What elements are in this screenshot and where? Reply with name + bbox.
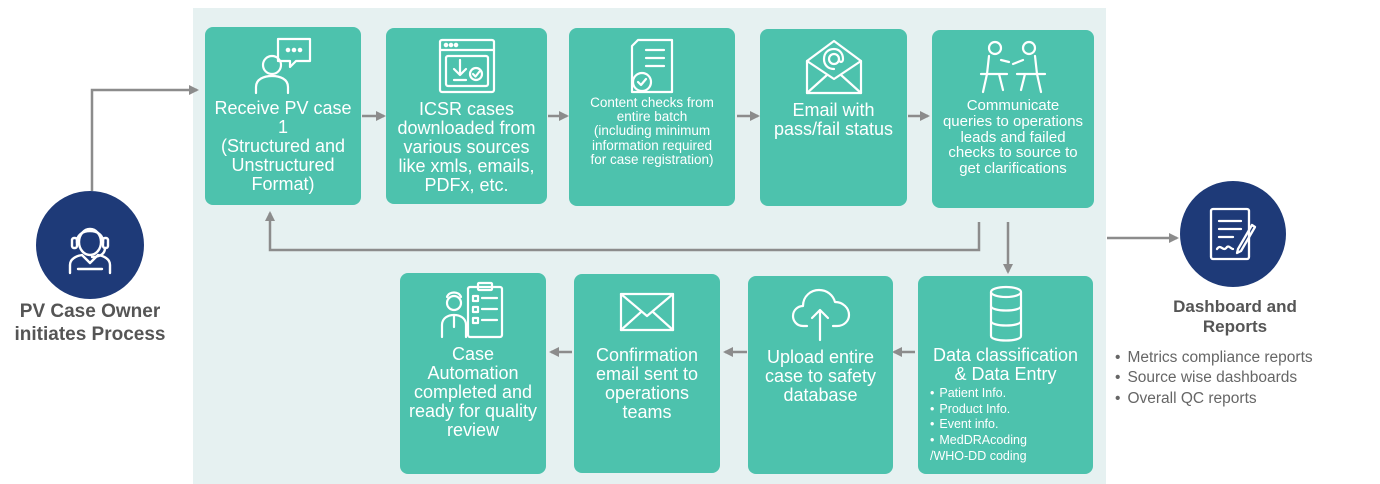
envelope-icon: [619, 292, 675, 332]
download-window-icon: [438, 38, 495, 94]
step-email-status: Email with pass/fail status: [760, 29, 907, 206]
owner-avatar: [36, 191, 144, 299]
person-speech-bubble-icon: [254, 37, 312, 95]
step-case-automation-label: Case Automation completed and ready for …: [408, 344, 538, 440]
report-signature-icon: [1209, 207, 1257, 261]
dashboard-avatar: [1180, 181, 1286, 287]
step-receive-case-label: Receive PV case 1 (Structured and Unstru…: [214, 98, 352, 194]
step-data-classification-label: Data classification & Data Entry: [932, 345, 1079, 384]
step-icsr-download: ICSR cases downloaded from various sourc…: [386, 28, 547, 204]
step-content-checks: Content checks from entire batch (includ…: [569, 28, 735, 206]
step-content-checks-label: Content checks from entire batch (includ…: [590, 95, 714, 167]
arrow-feedback-loop: [265, 211, 981, 252]
cloud-upload-icon: [791, 288, 850, 342]
dashboard-title: Dashboard and Reports: [1173, 297, 1297, 337]
bullet-event-info: Event info.: [930, 417, 1091, 433]
step-confirmation-email-label: Confirmation email sent to operations te…: [595, 345, 699, 422]
data-entry-bullets: Patient Info. Product Info. Event info. …: [930, 386, 1091, 464]
database-icon: [989, 285, 1022, 342]
step-icsr-download-label: ICSR cases downloaded from various sourc…: [397, 99, 536, 195]
report-metrics-compliance: Metrics compliance reports: [1115, 348, 1312, 368]
owner-label: PV Case Owner initiates Process: [14, 301, 166, 345]
step-data-classification: Data classification & Data Entry Patient…: [918, 276, 1093, 474]
envelope-at-icon: [805, 39, 862, 95]
step-case-automation: Case Automation completed and ready for …: [400, 273, 546, 474]
step-communicate-queries: Communicate queries to operations leads …: [932, 30, 1094, 208]
report-overall-qc: Overall QC reports: [1115, 389, 1313, 409]
meeting-people-icon: [979, 40, 1047, 94]
step-email-status-label: Email with pass/fail status: [773, 100, 894, 139]
checklist-person-icon: [440, 281, 504, 339]
arrow-owner-to-receive: [90, 85, 199, 191]
step-upload-case-label: Upload entire case to safety database: [764, 347, 877, 405]
step-communicate-queries-label: Communicate queries to operations leads …: [942, 97, 1084, 177]
bullet-meddra-coding: MedDRAcoding /WHO-DD coding: [930, 433, 1091, 464]
step-receive-case: Receive PV case 1 (Structured and Unstru…: [205, 27, 361, 205]
bullet-patient-info: Patient Info.: [930, 386, 1091, 402]
report-source-wise: Source wise dashboards: [1115, 368, 1313, 388]
bullet-product-info: Product Info.: [930, 402, 1091, 418]
call-center-agent-icon: [68, 227, 112, 275]
step-confirmation-email: Confirmation email sent to operations te…: [574, 274, 720, 473]
document-check-icon: [630, 38, 674, 94]
step-upload-case: Upload entire case to safety database: [748, 276, 893, 474]
dashboard-report-list: Metrics compliance reports Source wise d…: [1115, 348, 1313, 409]
